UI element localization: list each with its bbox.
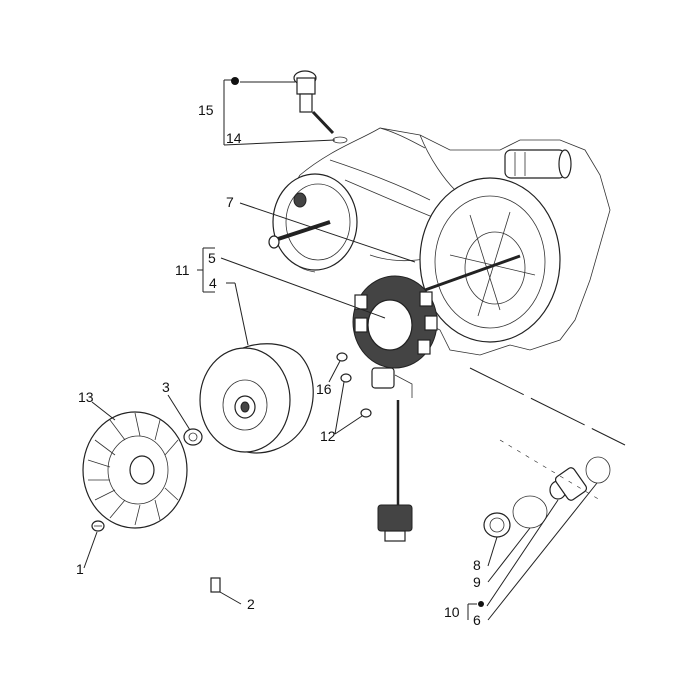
label-5: 5 [208,250,216,266]
o-ring-part-6 [585,456,611,484]
stator-part-5 [352,275,438,369]
label-14: 14 [226,130,242,146]
label-2: 2 [247,596,255,612]
label-9: 9 [473,574,481,590]
nut-part-3 [183,428,203,446]
flywheel-rotor-part-4 [199,343,314,454]
oil-plug-part-15 [293,70,335,135]
label-7: 7 [226,194,234,210]
label-12: 12 [320,428,336,444]
black-dot-icon [231,77,239,85]
screws-part-16-12 [336,352,372,418]
o-ring-part-14 [332,136,348,144]
label-16: 16 [316,381,332,397]
pickup-and-wiring [371,367,413,542]
label-4: 4 [209,275,217,291]
left-drum-assembly [268,173,358,271]
starter-motor [504,149,572,179]
label-10: 10 [444,604,460,620]
cooling-fan-part-13 [82,411,188,529]
flywheel-housing-cover [419,177,561,343]
drain-plug-part-8 [483,512,511,538]
label-15: 15 [198,102,214,118]
clip-part-2 [210,577,221,593]
leader-lines [83,79,626,621]
label-8: 8 [473,557,481,573]
black-dot-icon [478,601,484,607]
label-1: 1 [76,561,84,577]
label-13: 13 [78,389,94,405]
crankcase-housing [268,127,611,356]
label-6: 6 [473,612,481,628]
filter-screen-part-10 [549,467,588,501]
label-3: 3 [162,379,170,395]
part-labels: 1 2 3 4 5 6 7 8 9 10 11 12 13 14 15 16 [76,102,481,628]
screw-part-1 [91,520,105,532]
label-11: 11 [175,262,190,278]
